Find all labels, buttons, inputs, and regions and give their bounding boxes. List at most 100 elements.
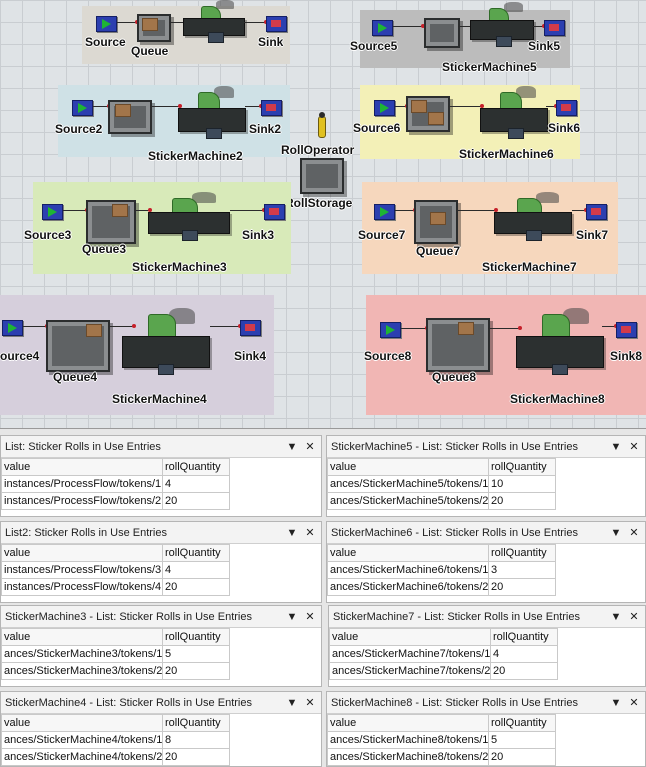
table-cell: ances/StickerMachine7/tokens/2 <box>329 662 491 680</box>
close-icon[interactable]: ✕ <box>305 611 315 623</box>
sticker-machine-3[interactable] <box>148 192 230 241</box>
column-header[interactable]: value <box>1 544 163 562</box>
dropdown-icon[interactable]: ▼ <box>610 697 622 709</box>
table-cell: ances/StickerMachine8/tokens/2 <box>327 748 489 766</box>
close-icon[interactable]: ✕ <box>629 441 639 453</box>
sink-8[interactable] <box>616 322 637 338</box>
sink-1[interactable] <box>266 16 287 32</box>
connector-line <box>210 324 242 328</box>
sink-4[interactable] <box>240 320 261 336</box>
sink-7[interactable] <box>586 204 607 220</box>
source-2[interactable] <box>72 100 93 116</box>
dropdown-icon[interactable]: ▼ <box>610 527 622 539</box>
model-3d-view[interactable]: Source Queue Sink Source5 Sink5 StickerM… <box>0 0 646 428</box>
column-header[interactable]: rollQuantity <box>162 714 230 732</box>
source-1[interactable] <box>96 16 117 32</box>
close-icon[interactable]: ✕ <box>305 441 315 453</box>
source-4[interactable] <box>2 320 23 336</box>
column-header[interactable]: rollQuantity <box>490 628 558 646</box>
column-header[interactable]: value <box>327 714 489 732</box>
source-5[interactable] <box>372 20 393 36</box>
column-header[interactable]: rollQuantity <box>488 458 556 476</box>
panel-title: StickerMachine8 - List: Sticker Rolls in… <box>327 692 645 714</box>
sticker-machine-5[interactable] <box>470 2 534 47</box>
close-icon[interactable]: ✕ <box>629 527 639 539</box>
queue-5[interactable] <box>424 18 460 48</box>
column-header[interactable]: value <box>327 458 489 476</box>
sticker-machine-4[interactable] <box>122 308 210 375</box>
sticker-machine-2[interactable] <box>178 86 246 139</box>
label-sink5: Sink5 <box>528 39 561 53</box>
queue-1[interactable] <box>137 14 171 42</box>
column-header[interactable]: value <box>1 628 163 646</box>
queue-3[interactable] <box>86 200 136 244</box>
connector-line <box>546 104 558 108</box>
sticker-machine-1[interactable] <box>183 0 245 43</box>
queue-2[interactable] <box>108 100 152 134</box>
close-icon[interactable]: ✕ <box>305 527 315 539</box>
queue-8[interactable] <box>426 318 490 372</box>
queue-6[interactable] <box>406 96 450 132</box>
close-icon[interactable]: ✕ <box>305 697 315 709</box>
roll-storage[interactable] <box>300 158 344 194</box>
sink-6[interactable] <box>556 100 577 116</box>
queue-7[interactable] <box>414 200 458 244</box>
label-stickermachine3: StickerMachine3 <box>132 260 227 274</box>
sink-3[interactable] <box>264 204 285 220</box>
column-header[interactable]: value <box>329 628 491 646</box>
queue-4[interactable] <box>46 320 110 372</box>
column-header[interactable]: rollQuantity <box>488 714 556 732</box>
dropdown-icon[interactable]: ▼ <box>286 527 298 539</box>
column-header[interactable]: value <box>327 544 489 562</box>
sink-5[interactable] <box>544 20 565 36</box>
column-header[interactable]: value <box>1 714 163 732</box>
source-7[interactable] <box>374 204 395 220</box>
list-panel-2: List2: Sticker Rolls in Use Entries ▼ ✕ … <box>0 521 322 603</box>
sticker-machine-8[interactable] <box>516 308 604 375</box>
close-icon[interactable]: ✕ <box>629 697 639 709</box>
column-header[interactable]: rollQuantity <box>488 544 556 562</box>
roll-operator[interactable] <box>318 112 326 138</box>
source-8[interactable] <box>380 322 401 338</box>
column-header[interactable]: value <box>1 458 163 476</box>
sticker-machine-6[interactable] <box>480 86 548 139</box>
source-6[interactable] <box>374 100 395 116</box>
dropdown-icon[interactable]: ▼ <box>610 611 622 623</box>
dropdown-icon[interactable]: ▼ <box>286 441 298 453</box>
close-icon[interactable]: ✕ <box>629 611 639 623</box>
connector-line <box>244 20 268 24</box>
column-header[interactable]: rollQuantity <box>162 458 230 476</box>
dropdown-icon[interactable]: ▼ <box>286 611 298 623</box>
source-3[interactable] <box>42 204 63 220</box>
dropdown-icon[interactable]: ▼ <box>286 697 298 709</box>
label-sink3: Sink3 <box>242 228 275 242</box>
sink-2[interactable] <box>261 100 282 116</box>
table-cell: instances/ProcessFlow/tokens/4 <box>1 578 163 596</box>
column-header[interactable]: rollQuantity <box>162 544 230 562</box>
sticker-machine-7[interactable] <box>494 192 572 241</box>
label-queue4: Queue4 <box>53 370 98 384</box>
dropdown-icon[interactable]: ▼ <box>610 441 622 453</box>
label-sink4: Sink4 <box>234 349 267 363</box>
column-header[interactable]: rollQuantity <box>162 628 230 646</box>
